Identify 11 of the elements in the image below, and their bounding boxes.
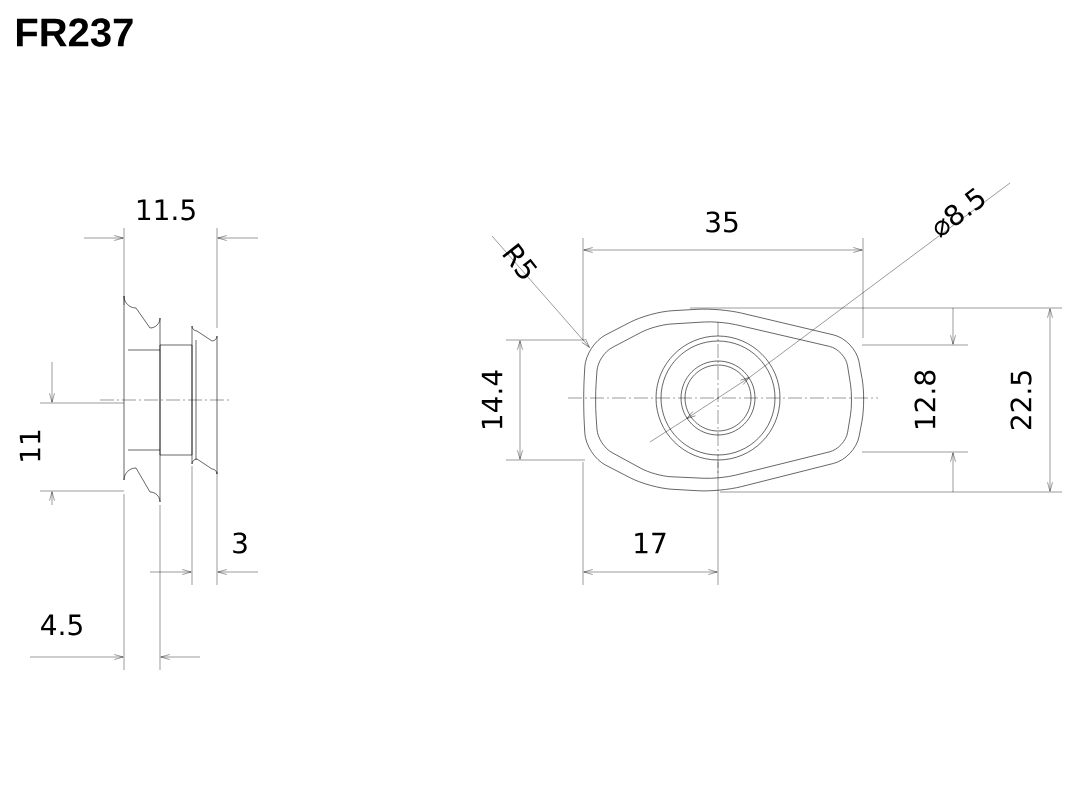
dimension-text: 12.8 <box>914 370 936 429</box>
dimension-text: 35 <box>706 211 738 233</box>
title: FR237 <box>17 18 133 47</box>
dimension-text: 14.4 <box>481 370 503 429</box>
dimension-text: 4.5 <box>41 614 82 636</box>
dimension-text: 11 <box>19 430 41 461</box>
dimension-text: 11.5 <box>137 199 195 221</box>
dimension-text: R5 <box>502 243 538 279</box>
dimension-text: 17 <box>635 532 666 554</box>
dimension-text: 3 <box>233 532 247 554</box>
dimension-text: 22.5 <box>1010 371 1032 430</box>
